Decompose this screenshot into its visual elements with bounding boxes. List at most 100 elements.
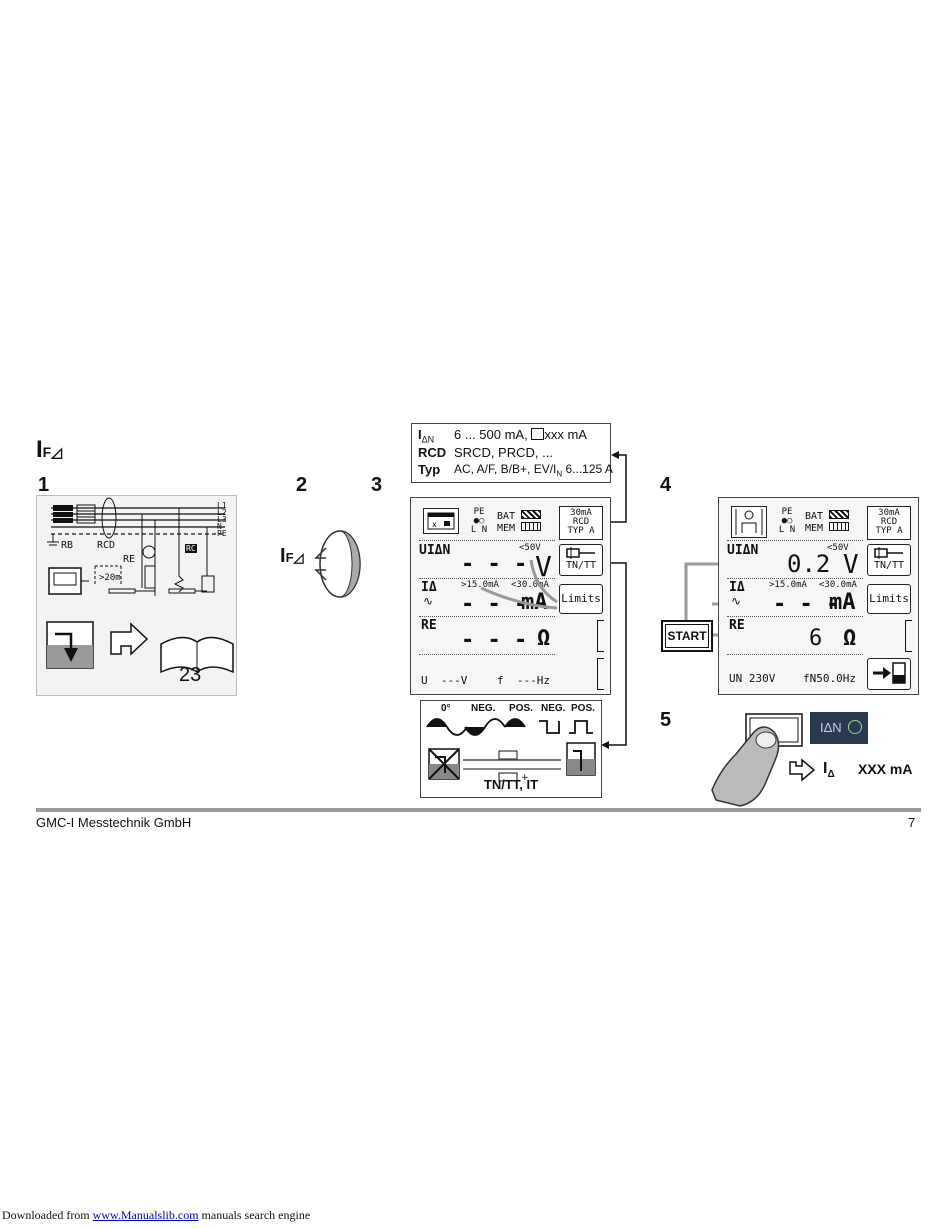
wiring-diagram xyxy=(46,497,234,674)
download-suffix: manuals search engine xyxy=(198,1208,311,1222)
pe-label: PE xyxy=(781,507,793,517)
rotary-switch-symbol: IF◿ xyxy=(280,545,304,568)
wave-label-pos2: POS. xyxy=(571,703,595,714)
row2-label: IΔ xyxy=(729,580,745,595)
divider xyxy=(727,654,863,655)
start-label: START xyxy=(667,629,707,643)
step-number-3: 3 xyxy=(371,474,383,496)
pe-dots: ●○ xyxy=(781,516,793,526)
idn-key[interactable]: IΔN xyxy=(810,712,868,744)
limits-softkey[interactable]: Limits xyxy=(559,584,603,614)
row-typ-value: AC, A/F, B/B+, EV/IN 6...125 A xyxy=(454,462,613,478)
idn-sub: ΔN xyxy=(421,434,435,445)
bat-label: BAT xyxy=(497,511,516,522)
row1-label: UIΔN xyxy=(419,543,451,558)
network-type-label: TN/TT, IT xyxy=(483,777,539,792)
row2-limit-high: <30.0mA xyxy=(819,580,857,590)
row-rcd: RCD xyxy=(418,445,446,460)
row3-unit: Ω xyxy=(537,626,551,651)
row1-value: - - - xyxy=(461,552,528,577)
row2-label: IΔ xyxy=(421,580,437,595)
plug-icon xyxy=(874,547,903,559)
connector-lines xyxy=(600,451,797,749)
typ-label: Typ xyxy=(418,462,441,477)
idn-custom: xxx mA xyxy=(544,427,587,442)
download-prefix: Downloaded from xyxy=(2,1208,93,1222)
page-reference: 23 xyxy=(179,664,202,686)
divider xyxy=(419,616,555,617)
rcd-current: 30mA xyxy=(878,508,900,518)
pe-dots: ●○ xyxy=(473,516,485,526)
line-label-l2: L2 xyxy=(217,508,227,517)
memory-icon xyxy=(531,428,545,440)
pe-label: PE xyxy=(473,507,485,517)
limits-softkey[interactable]: Limits xyxy=(867,584,911,614)
divider xyxy=(419,540,555,541)
pe-indicator: PE ●○ L N xyxy=(775,507,799,535)
section-symbol: IF◿ xyxy=(36,436,62,464)
bat-mem-indicator: BAT MEM xyxy=(805,510,850,534)
waveform-selection-box: 0° NEG. POS. NEG. POS. + TN/TT, IT xyxy=(420,700,602,798)
step-number-4: 4 xyxy=(660,474,672,496)
memory-bar-icon xyxy=(829,522,850,531)
memory-bar-icon xyxy=(521,522,542,531)
finger-pressing-key xyxy=(711,713,816,807)
row1-unit: V xyxy=(535,550,552,583)
re-label: RE xyxy=(123,554,136,565)
network-label: TN/TT xyxy=(565,560,597,571)
row2-value: - - - xyxy=(461,592,528,617)
parameter-infobox: IΔN 6 ... 500 mA, xxx mA RCD SRCD, PRCD,… xyxy=(411,423,613,483)
footer-voltage: U ---V xyxy=(421,674,468,687)
footer-frequency: fN50.0Hz xyxy=(803,672,856,685)
line-label-l3: L3 xyxy=(217,515,227,524)
rcd-setting-softkey[interactable]: 30mA RCD TYP A xyxy=(867,506,911,540)
rcd-current: 30mA xyxy=(570,508,592,518)
row2-limit-low: >15.0mA xyxy=(461,580,499,590)
bracket-empty xyxy=(597,658,604,690)
network-softkey[interactable]: TN/TT xyxy=(559,544,603,576)
symbol-sub: F xyxy=(42,444,52,460)
row-idn-value: 6 ... 500 mA, xxx mA xyxy=(454,427,587,442)
symbol-letter: I xyxy=(36,436,43,463)
row1-label: UIΔN xyxy=(727,543,759,558)
row3-unit: Ω xyxy=(843,626,857,651)
row1-limit: <50V xyxy=(519,543,541,553)
row2-value: - - - xyxy=(773,592,840,617)
wave-label-0: 0° xyxy=(441,703,451,714)
divider xyxy=(727,540,863,541)
mem-label: MEM xyxy=(497,523,516,534)
svg-text:x: x xyxy=(432,520,437,529)
selection-arrows xyxy=(480,559,558,610)
row2-limit-low: >15.0mA xyxy=(769,580,807,590)
row3-label: RE xyxy=(421,618,437,633)
start-button[interactable]: START xyxy=(661,620,713,652)
rotary-symbol-letter: I xyxy=(280,545,286,567)
rcd-setting-softkey[interactable]: 30mA RCD TYP A xyxy=(559,506,603,540)
plug-icon xyxy=(566,547,595,559)
battery-icon xyxy=(521,510,542,519)
network-softkey[interactable]: TN/TT xyxy=(867,544,911,576)
row3-label: RE xyxy=(729,618,745,633)
line-label-n: N xyxy=(217,522,222,531)
row1-value: 0.2 xyxy=(787,550,831,578)
rotary-ramp-icon: ◿ xyxy=(293,550,304,565)
row1-unit: V xyxy=(843,550,859,580)
person-icon-cell xyxy=(731,506,767,538)
current-value: XXX mA xyxy=(858,761,913,777)
ramp-icon: ◿ xyxy=(51,444,63,460)
save-softkey[interactable] xyxy=(867,658,911,690)
rcd-type: TYP A xyxy=(567,526,595,536)
typ-values: AC, A/F, B/B+, EV/I xyxy=(454,462,557,476)
wave-label-neg1: NEG. xyxy=(471,703,496,714)
typ-sub: N xyxy=(556,469,563,479)
rc-label: RC xyxy=(185,544,197,553)
rotary-switch-icon[interactable] xyxy=(312,528,362,600)
footer-voltage: UN 230V xyxy=(729,672,776,685)
manualslib-link[interactable]: www.Manualslib.com xyxy=(92,1208,199,1222)
ln-label: L N xyxy=(470,525,488,535)
rcd-type-label: RCD xyxy=(418,445,447,460)
footer-company: GMC-I Messtechnik GmbH xyxy=(36,815,192,830)
rotary-symbol-sub: F xyxy=(285,550,294,565)
row-typ: Typ xyxy=(418,462,440,477)
row2-limit-high: <30.0mA xyxy=(511,580,549,590)
